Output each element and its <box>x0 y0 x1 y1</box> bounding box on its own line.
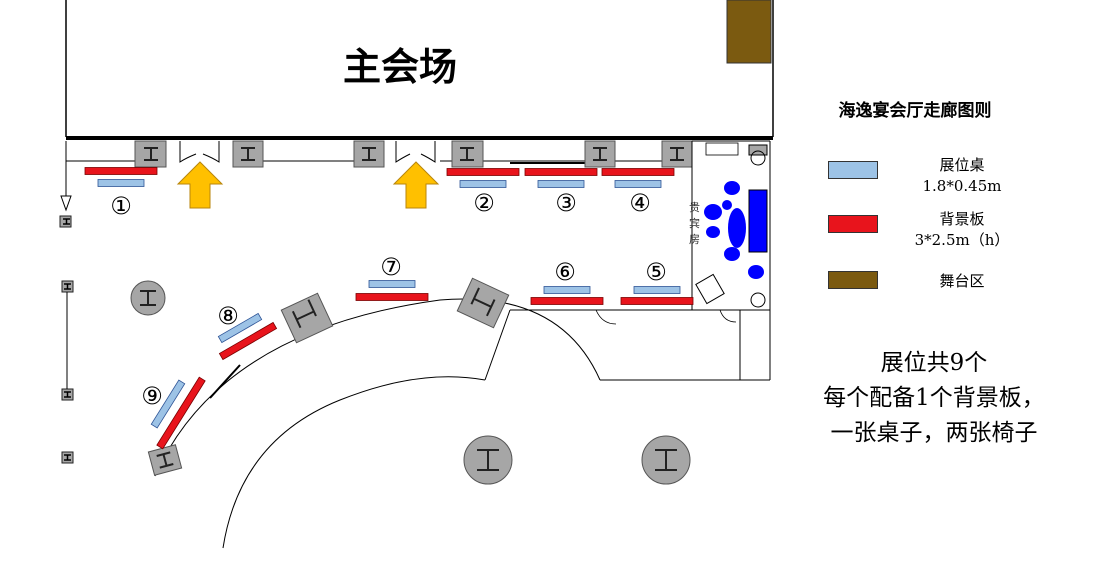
legend-swatch-table <box>828 161 878 179</box>
notes-line-1: 展位共9个 <box>880 350 988 376</box>
main-hall-title: 主会场 <box>342 45 457 89</box>
legend-text-table: 展位桌 1.8*0.45m <box>896 155 1028 197</box>
booth-board-7 <box>355 293 429 301</box>
booth-table-9 <box>150 379 186 429</box>
booth-table-7 <box>368 280 416 288</box>
booth-board-5 <box>620 297 694 305</box>
legend-text-stage: 舞台区 <box>896 265 1028 297</box>
pillar-i-beams <box>144 147 684 161</box>
booth-number-2: ② <box>473 189 495 217</box>
booth-number-9: ⑨ <box>141 382 163 410</box>
legend-swatch-stage <box>828 271 878 289</box>
corridor-curves <box>154 298 601 549</box>
legend-board-size: 3*2.5m（h） <box>914 231 1010 249</box>
entrance-arrow-right <box>392 161 440 209</box>
booth-number-5: ⑤ <box>645 258 667 286</box>
legend-item-board: 背景板 3*2.5m（h） <box>828 209 1058 259</box>
booth-number-1: ① <box>110 192 132 220</box>
notes-line-2: 每个配备1个背景板， <box>823 385 1045 411</box>
vip-door-arcs <box>595 309 737 325</box>
booth-table-1 <box>97 179 145 187</box>
legend-title: 海逸宴会厅走廊图则 <box>838 101 992 121</box>
booth-table-8 <box>217 312 263 344</box>
booth-number-7: ⑦ <box>380 253 402 281</box>
vip-room <box>510 140 771 381</box>
booth-board-1 <box>84 167 158 175</box>
legend-text-board: 背景板 3*2.5m（h） <box>896 209 1028 251</box>
legend-stage-name: 舞台区 <box>939 272 985 290</box>
booth-number-6: ⑥ <box>554 258 576 286</box>
booth-board-9 <box>156 376 206 450</box>
door-left <box>179 141 220 163</box>
legend-swatch-board <box>828 215 878 233</box>
vip-room-label: 贵宾房 <box>689 201 700 246</box>
booth-board-2 <box>446 168 520 176</box>
booth-board-8 <box>218 321 278 361</box>
booth-table-2 <box>459 180 507 188</box>
booth-table-6 <box>543 286 591 294</box>
booth-number-4: ④ <box>629 189 651 217</box>
booth-number-3: ③ <box>555 189 577 217</box>
legend-table-name: 展位桌 <box>939 156 985 174</box>
booth-layer: ① ② ③ ④ ⑤ ⑥ ⑦ ⑧ ⑨ <box>84 167 694 450</box>
booth-board-4 <box>601 168 675 176</box>
booth-notes: 展位共9个 每个配备1个背景板， 一张桌子，两张椅子 <box>784 346 1084 451</box>
booth-table-5 <box>633 286 681 294</box>
legend-item-stage: 舞台区 <box>828 265 1058 315</box>
legend-item-table: 展位桌 1.8*0.45m <box>828 155 1058 205</box>
legend-table-size: 1.8*0.45m <box>922 177 1002 195</box>
booth-board-6 <box>530 297 604 305</box>
stage-area <box>726 0 772 64</box>
booth-board-3 <box>524 168 598 176</box>
booth-table-3 <box>537 180 585 188</box>
entrance-arrow-left <box>176 161 224 209</box>
booth-table-4 <box>614 180 662 188</box>
vip-furniture <box>704 181 768 279</box>
notes-line-3: 一张桌子，两张椅子 <box>830 420 1038 446</box>
legend-board-name: 背景板 <box>939 210 985 228</box>
booth-number-8: ⑧ <box>217 302 239 330</box>
door-right <box>395 141 436 163</box>
round-pillars <box>130 280 691 485</box>
